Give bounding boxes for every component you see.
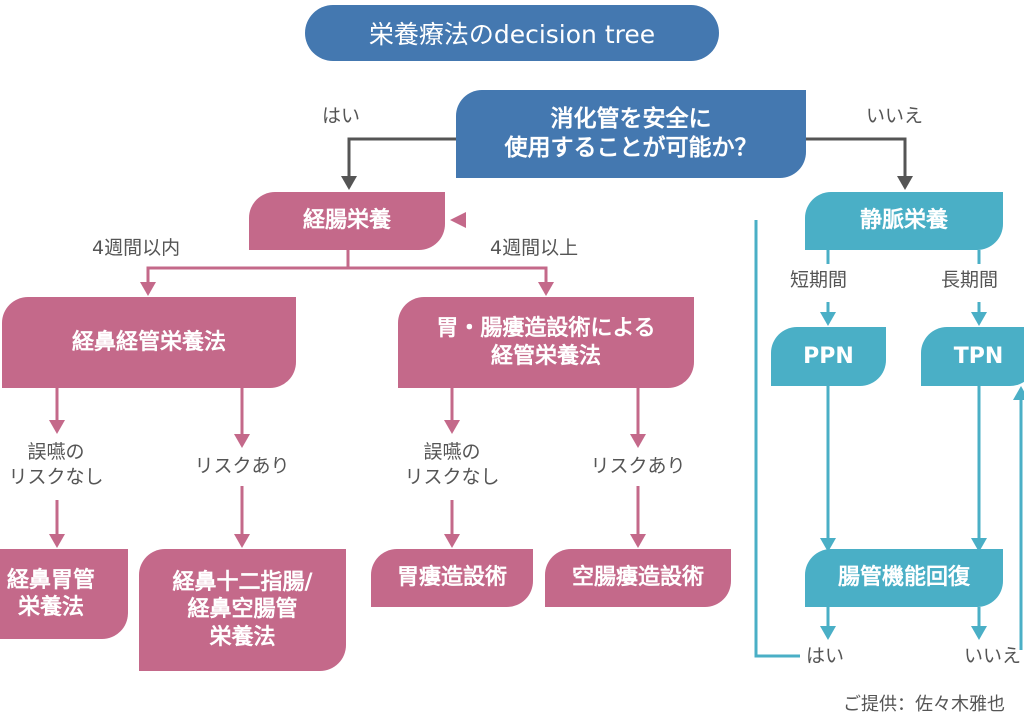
nasal-no-aspiration-risk-label: 誤嚥の リスクなし [8,441,104,488]
ostomy-tube-feeding-node: 胃・腸瘻造設術による 経管栄養法 [398,297,694,388]
ppn-node: PPN [771,327,886,386]
teal-arrowheads [820,312,1024,640]
arrowhead-ostomy [538,282,554,296]
short-term-label: 短期間 [790,269,848,291]
arrowhead-nasal [140,282,156,296]
tpn-node: TPN [921,327,1024,386]
yes-label: はい [322,105,361,127]
credit-text: ご提供：佐々木雅也 [843,694,1005,715]
recovery-no-label: いいえ [964,645,1022,667]
return-to-enteral-connector [450,212,800,658]
intestinal-recovery-node: 腸管機能回復 [805,549,1003,607]
jejunostomy-node: 空腸瘻造設術 [545,549,731,607]
diagram-title: 栄養療法のdecision tree [305,5,719,61]
nasoduodenal-jejunal-tube-node: 経鼻十二指腸/ 経鼻空腸管 栄養法 [139,549,346,671]
enteral-split-connector [146,250,548,284]
pink-arrowheads [49,420,646,548]
question-no-connector [806,137,913,190]
nasal-tube-feeding-node: 経鼻経管栄養法 [2,297,296,388]
long-term-label: 長期間 [941,269,999,291]
nasal-aspiration-risk-label: リスクあり [194,455,290,477]
nasogastric-tube-node: 経鼻胃管 栄養法 [0,549,128,639]
no-label: いいえ [866,105,924,127]
gastrostomy-node: 胃瘻造設術 [371,549,533,607]
duration-long-label: 4週間以上 [490,237,579,259]
enteral-nutrition-node: 経腸栄養 [249,192,445,250]
parenteral-nutrition-node: 静脈栄養 [805,192,1003,250]
ostomy-no-aspiration-risk-label: 誤嚥の リスクなし [404,441,500,488]
question-yes-connector [341,137,456,190]
ostomy-aspiration-risk-label: リスクあり [590,455,686,477]
duration-short-label: 4週間以内 [92,237,181,259]
recovery-yes-label: はい [806,645,845,667]
question-node: 消化管を安全に 使用することが可能か？ [456,90,806,178]
